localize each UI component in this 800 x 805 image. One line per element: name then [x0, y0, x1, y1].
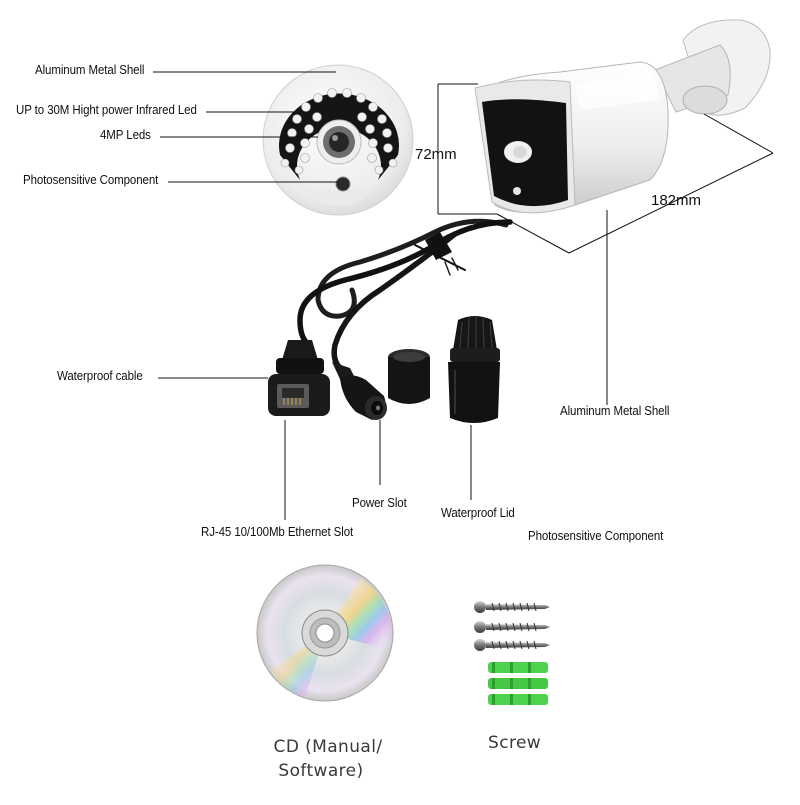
dust-cap-icon — [388, 349, 430, 404]
cable-icon — [297, 218, 513, 371]
rj45-connector-icon — [268, 340, 330, 416]
label-waterproof-cable: Waterproof cable — [57, 369, 143, 383]
label-waterproof-lid: Waterproof Lid — [441, 506, 515, 520]
cd-caption: CD (Manual/ Software) — [263, 735, 393, 783]
label-ethernet-slot: RJ-45 10/100Mb Ethernet Slot — [201, 525, 354, 539]
power-plug-icon — [332, 362, 387, 420]
dimension-height: 72mm — [415, 146, 457, 163]
camera-front-view-icon — [262, 64, 414, 216]
wall-anchor-icon — [488, 662, 548, 705]
part-callout-lines — [158, 377, 472, 520]
label-power-slot: Power Slot — [352, 496, 407, 510]
label-infrared-led: UP to 30M Hight power Infrared Led — [16, 103, 197, 117]
label-side-shell: Aluminum Metal Shell — [560, 404, 670, 418]
label-photosensitive-side: Photosensitive Component — [528, 529, 664, 543]
cd-caption-line1: CD (Manual/ — [273, 737, 383, 757]
screw-icon — [474, 601, 550, 651]
dimension-length: 182mm — [651, 192, 702, 209]
label-photosensitive-front: Photosensitive Component — [23, 173, 159, 187]
cd-disc-icon — [256, 564, 394, 702]
front-callout-lines — [153, 71, 338, 183]
label-front-shell: Aluminum Metal Shell — [35, 63, 145, 77]
cd-caption-line2: Software) — [278, 761, 364, 781]
label-mp-leds: 4MP Leds — [100, 128, 151, 142]
bullet-camera-icon — [474, 19, 771, 214]
screw-caption: Screw — [488, 733, 542, 753]
waterproof-lid-icon — [448, 316, 500, 423]
